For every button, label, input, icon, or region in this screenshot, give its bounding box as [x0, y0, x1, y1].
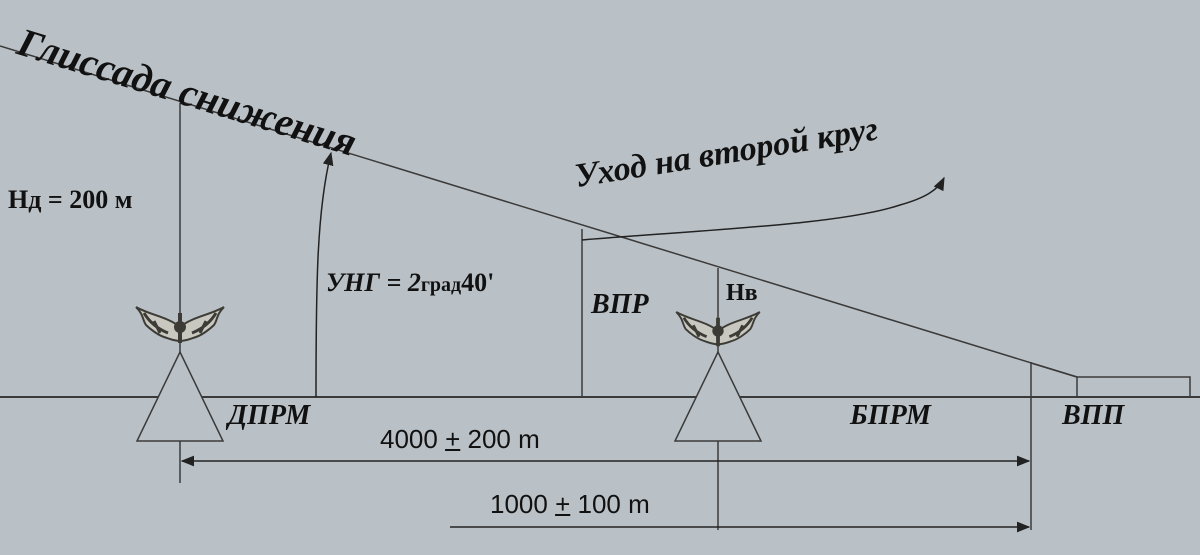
distance-value-1000: 1000 — [490, 489, 548, 519]
plus-minus-sign: + — [445, 424, 461, 454]
threshold-tick — [1030, 362, 1078, 378]
glide-angle-label: УНГ = 2град40' — [326, 268, 494, 298]
far-marker-height-label: Hд = 200 м — [8, 185, 133, 214]
far-marker-label: ДПРМ — [228, 400, 311, 431]
runway-label: ВПП — [1062, 400, 1125, 431]
distance-label-4000: 4000 + 200 m — [380, 424, 540, 455]
distance-tolerance-1000: 100 m — [577, 489, 650, 519]
glideslope-line — [0, 45, 1078, 378]
runway — [1076, 376, 1191, 398]
decision-height-label: ВПР — [591, 289, 649, 320]
go-around-path — [581, 176, 945, 241]
glide-angle-unit: град — [420, 274, 462, 296]
near-marker-height-label: Hв — [726, 280, 758, 306]
distance-tolerance-4000: 200 m — [467, 424, 540, 454]
near-marker-label: БПРМ — [850, 400, 931, 431]
near-marker-triangle — [673, 350, 763, 442]
glide-angle-prefix: УНГ = 2 — [326, 268, 421, 297]
glide-angle-minutes: 40' — [461, 268, 495, 297]
distance-label-1000: 1000 + 100 m — [490, 489, 650, 520]
far-marker-triangle — [135, 350, 225, 442]
glide-angle-arc — [315, 151, 334, 398]
distance-value-4000: 4000 — [380, 424, 438, 454]
plus-minus-sign: + — [555, 489, 571, 519]
